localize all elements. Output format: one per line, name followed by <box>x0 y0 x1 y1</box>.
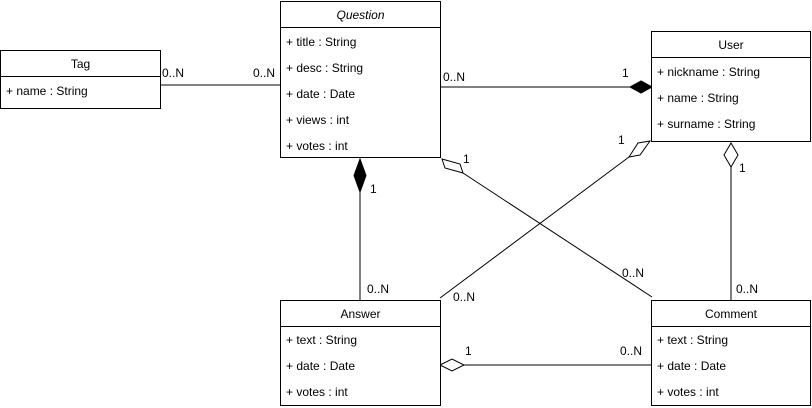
user-class-name: User <box>652 32 810 58</box>
answer-attr-text: + text : String <box>286 333 358 347</box>
mult-user-comment-at-comment: 0..N <box>736 282 759 296</box>
mult-question-user-at-user: 1 <box>622 66 629 80</box>
user-class[interactable]: User + nickname : String + name : String… <box>651 31 811 142</box>
question-attr-desc: + desc : String <box>286 61 364 75</box>
comment-attr-votes: + votes : int <box>657 385 719 399</box>
question-attr-date: + date : Date <box>286 87 356 101</box>
mult-question-comment-at-comment: 0..N <box>622 266 645 280</box>
answer-attr-votes: + votes : int <box>286 385 348 399</box>
aggregation-diamond-question <box>441 158 464 174</box>
composition-diamond-question <box>353 157 367 194</box>
question-comment-link <box>462 172 653 298</box>
user-attr-nickname: + nickname : String <box>657 65 761 79</box>
comment-class-name: Comment <box>652 301 810 327</box>
question-attr-views: + views : int <box>286 113 350 127</box>
composition-diamond-user <box>628 80 654 94</box>
user-answer-link <box>439 156 630 299</box>
mult-question-answer-at-answer: 0..N <box>367 282 390 296</box>
answer-class-name: Answer <box>281 301 440 327</box>
comment-attr-text: + text : String <box>657 333 729 347</box>
mult-user-answer-at-answer: 0..N <box>453 290 476 304</box>
mult-user-comment-at-user: 1 <box>739 161 746 175</box>
user-attr-name: + name : String <box>657 91 739 105</box>
tag-class-name: Tag <box>1 51 160 77</box>
user-attr-surname: + surname : String <box>657 117 756 131</box>
mult-user-answer-at-user: 1 <box>618 133 625 147</box>
question-attr-title: + title : String <box>286 35 357 49</box>
tag-class[interactable]: Tag + name : String <box>0 50 161 109</box>
mult-question-answer-at-question: 1 <box>370 182 377 196</box>
mult-tag-question-at-tag: 0..N <box>162 66 185 80</box>
mult-tag-question-at-question: 0..N <box>253 66 276 80</box>
mult-answer-comment-at-comment: 0..N <box>620 344 643 358</box>
aggregation-diamond-user-comment <box>723 142 739 168</box>
aggregation-diamond-answer <box>438 358 466 372</box>
mult-answer-comment-at-answer: 1 <box>465 344 472 358</box>
tag-attr-name: + name : String <box>6 84 88 98</box>
mult-question-comment-at-question: 1 <box>463 152 470 166</box>
mult-question-user-at-question: 0..N <box>443 70 466 84</box>
answer-class[interactable]: Answer + text : String + date : Date + v… <box>280 300 441 406</box>
question-attr-votes: + votes : int <box>286 139 348 153</box>
aggregation-diamond-user-answer <box>627 140 652 158</box>
comment-attr-date: + date : Date <box>657 359 727 373</box>
comment-class[interactable]: Comment + text : String + date : Date + … <box>651 300 811 406</box>
answer-attr-date: + date : Date <box>286 359 356 373</box>
question-class[interactable]: Question + title : String + desc : Strin… <box>280 1 441 158</box>
question-class-name: Question <box>281 2 440 28</box>
